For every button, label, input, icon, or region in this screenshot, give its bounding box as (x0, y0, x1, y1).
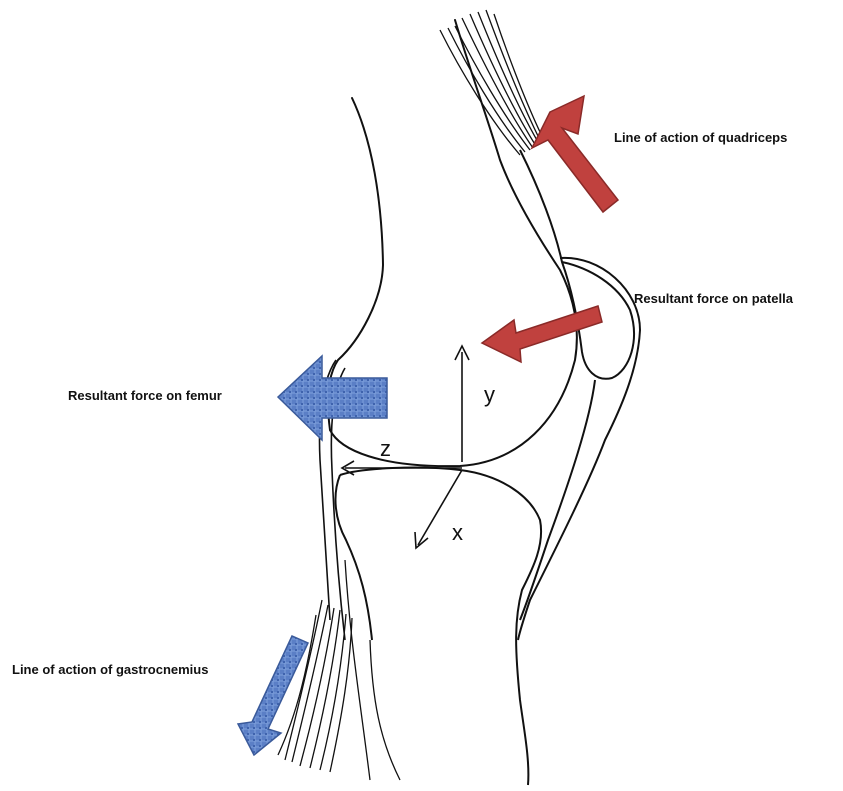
gastrocnemius-label: Line of action of gastrocnemius (12, 662, 208, 677)
quadriceps-arrow (532, 96, 618, 212)
y-axis-label: y (484, 382, 495, 408)
gastrocnemius-muscle (278, 560, 400, 780)
femur-label: Resultant force on femur (68, 388, 222, 403)
z-axis-label: z (380, 436, 391, 462)
patella-force-arrow (482, 306, 602, 362)
patella-label: Resultant force on patella (634, 291, 793, 306)
x-axis-label: x (452, 520, 463, 546)
tibia-outline (335, 468, 541, 785)
patella-outline (518, 150, 640, 640)
quadriceps-label: Line of action of quadriceps (614, 130, 787, 145)
coordinate-axes (342, 346, 469, 548)
quadriceps-tendon (440, 10, 540, 155)
